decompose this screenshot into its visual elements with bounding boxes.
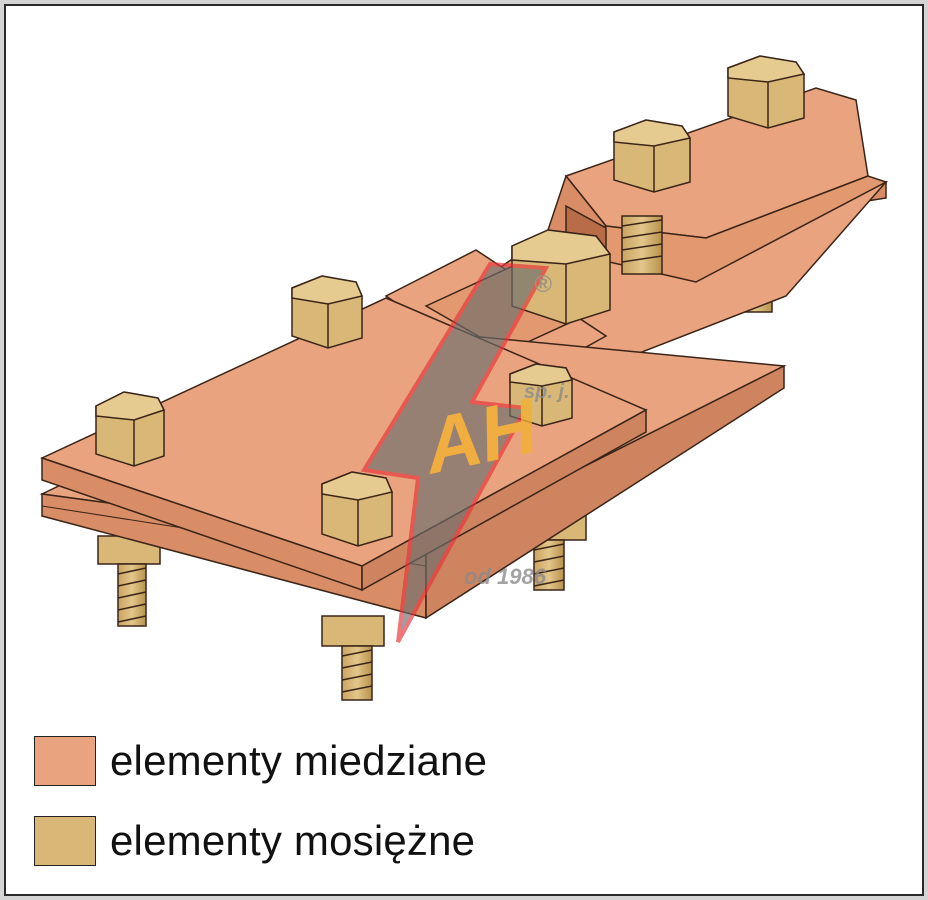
nut-top-center (291, 275, 364, 349)
stud-center-front (321, 615, 385, 701)
watermark-since: od 1986 (464, 564, 547, 589)
figure-frame: AH ® sp. j. od 1986 elementy miedziane e… (4, 4, 924, 896)
legend-item-copper: elementy miedziane (34, 736, 487, 786)
legend-label-brass: elementy mosiężne (110, 817, 476, 864)
registered-mark-icon: ® (534, 271, 552, 298)
clamp-illustration: AH ® sp. j. od 1986 (39, 55, 888, 701)
copper-swatch-icon (34, 736, 96, 786)
nut-front-center (321, 471, 394, 547)
stud-left-front (97, 535, 161, 627)
nut-middle-large (511, 229, 612, 325)
lightning-bolt-icon (360, 261, 550, 643)
nut-bridge-right (727, 55, 806, 129)
brass-swatch-icon (34, 816, 96, 866)
nut-bridge-left (613, 119, 692, 193)
legend-item-brass: elementy mosiężne (34, 816, 475, 866)
nut-top-left (95, 391, 166, 467)
hex-nuts (95, 55, 806, 547)
watermark-suffix: sp. j. (524, 381, 570, 403)
legend-label-copper: elementy miedziane (110, 737, 488, 784)
